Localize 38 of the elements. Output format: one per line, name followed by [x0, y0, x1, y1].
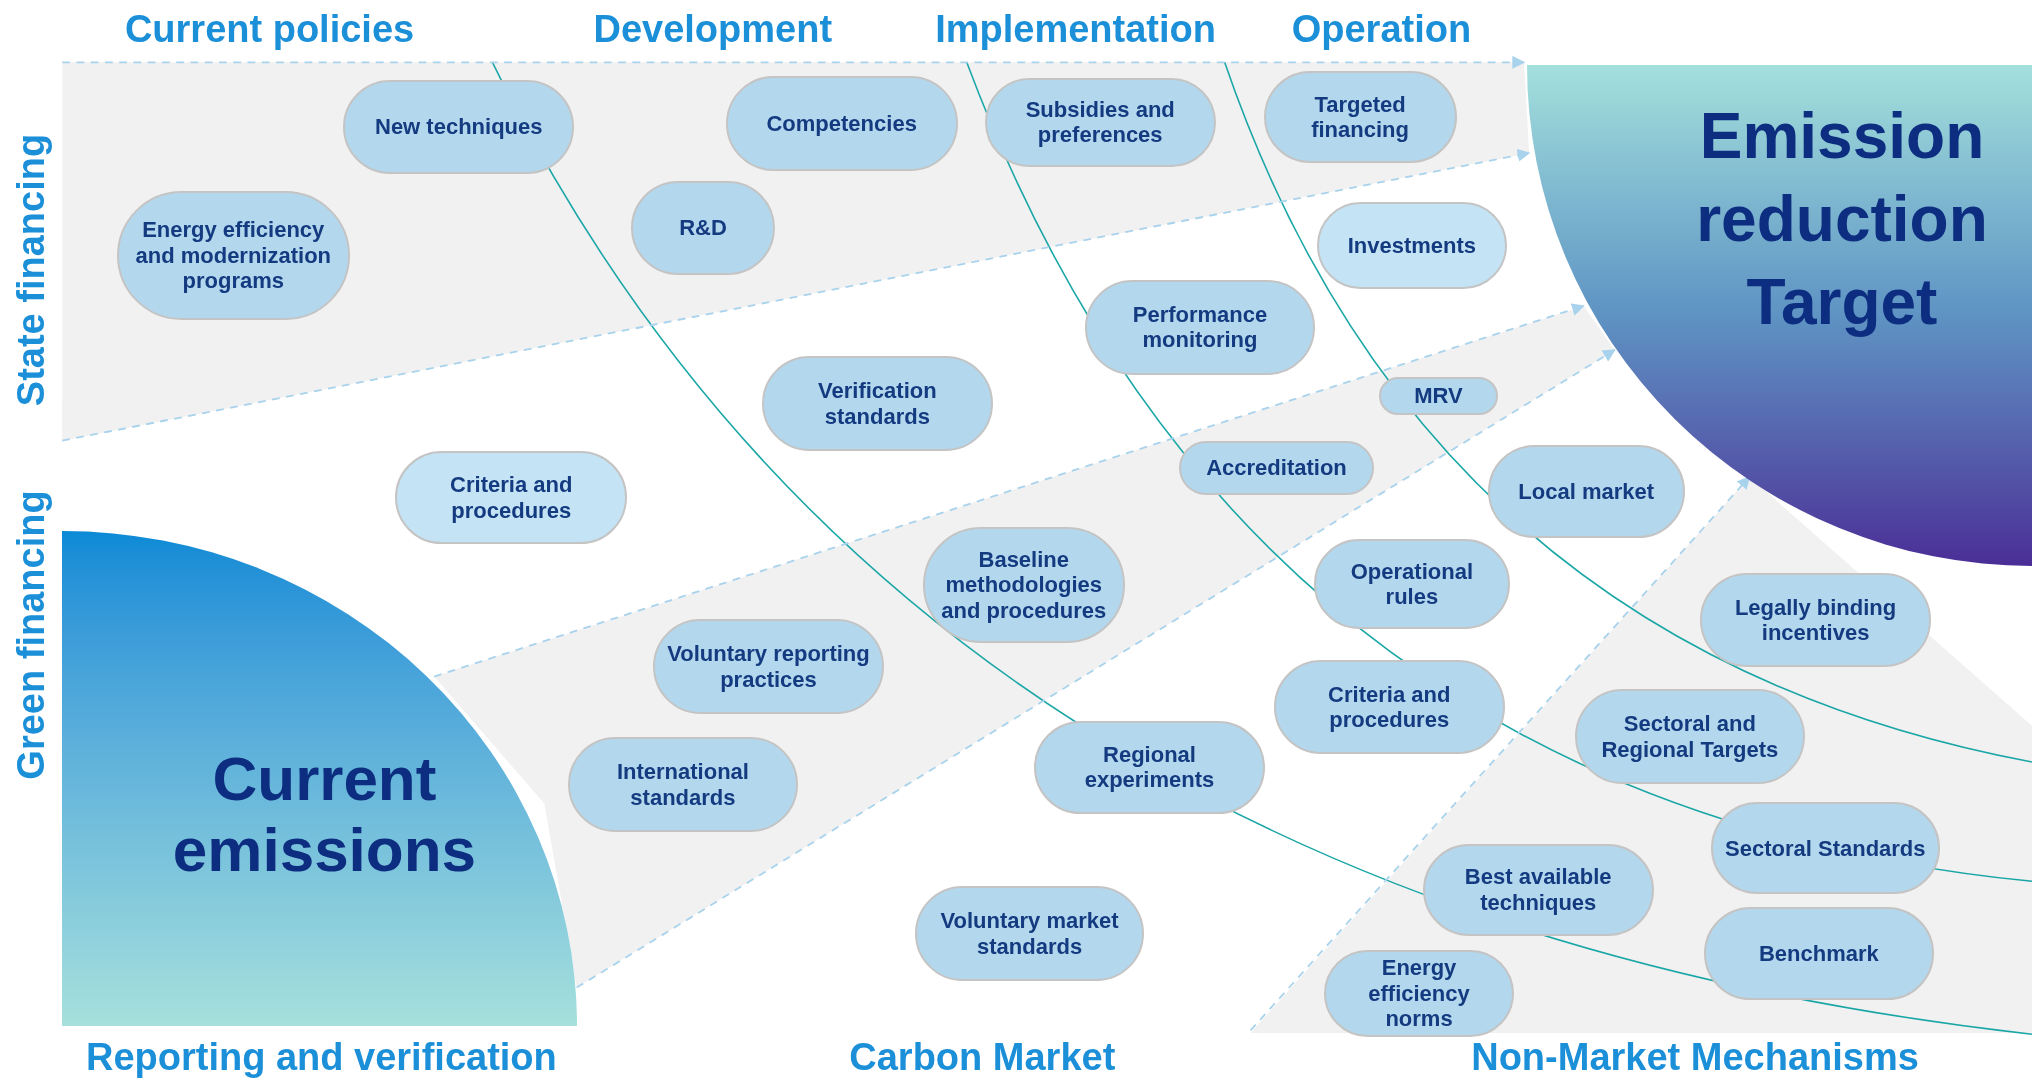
- section-label: Implementation: [935, 6, 1216, 52]
- pill-box: Sectoral Standards: [1710, 802, 1940, 895]
- pill-box: Performance monitoring: [1084, 279, 1316, 375]
- pill-box: Regional experiments: [1034, 720, 1265, 814]
- section-label: State financing: [8, 133, 53, 406]
- dashed-arrow: [61, 148, 1531, 442]
- section-label: Current policies: [124, 6, 415, 52]
- section-label: Development: [593, 6, 833, 52]
- pill-box: Competencies: [725, 76, 958, 172]
- pill-box: Operational rules: [1314, 539, 1510, 629]
- pill-box: International standards: [567, 737, 799, 832]
- section-label: Green financing: [8, 490, 53, 780]
- quarter-shape: Current emissions: [62, 531, 577, 1027]
- pill-box: Best available techniques: [1422, 843, 1654, 936]
- pill-box: Verification standards: [762, 356, 993, 451]
- pill-box: Criteria and procedures: [1273, 659, 1505, 755]
- pill-box: Energy efficiency norms: [1324, 949, 1514, 1037]
- pill-box: Investments: [1316, 202, 1508, 289]
- section-label: Operation: [1291, 6, 1472, 52]
- section-label: Reporting and verification: [85, 1034, 557, 1080]
- pill-box: New techniques: [343, 80, 575, 174]
- pill-box: MRV: [1378, 377, 1499, 415]
- pill-box: Voluntary market standards: [914, 886, 1145, 981]
- section-label: Non-Market Mechanisms: [1471, 1034, 1919, 1080]
- section-label: Carbon Market: [849, 1034, 1116, 1080]
- dashed-arrow: [575, 349, 1616, 989]
- dashed-arrow: [61, 55, 1526, 69]
- pill-box: Targeted financing: [1263, 71, 1457, 164]
- pill-box: Accreditation: [1179, 440, 1374, 496]
- pill-box: Criteria and procedures: [395, 450, 628, 545]
- pill-box: Local market: [1487, 444, 1685, 538]
- pill-box: Benchmark: [1704, 907, 1934, 1001]
- pill-box: Subsidies and preferences: [984, 77, 1216, 168]
- pill-box: Sectoral and Regional Targets: [1574, 689, 1806, 784]
- pill-box: Legally binding incentives: [1700, 572, 1931, 668]
- pill-box: Voluntary reporting practices: [653, 619, 884, 715]
- dashed-arrow: [1249, 476, 1751, 1032]
- dashed-arrow: [433, 303, 1585, 678]
